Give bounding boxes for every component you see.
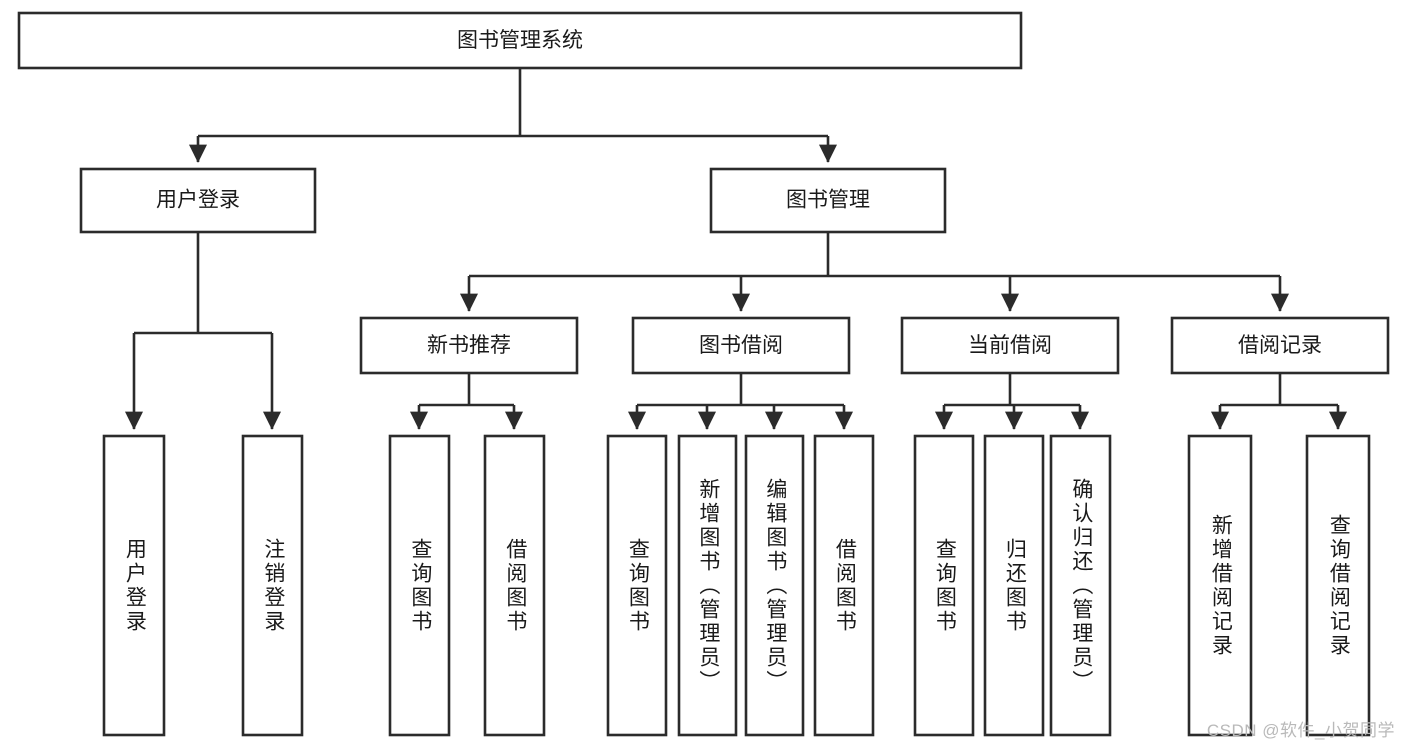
leaf-box-leaf-query-borrow-rec[interactable] — [1305, 434, 1371, 737]
node-label-root: 图书管理系统 — [457, 29, 583, 52]
leaf-box-leaf-return-book[interactable] — [983, 434, 1045, 737]
leaf-box-leaf-borrow-book-2[interactable] — [813, 434, 875, 737]
leaf-box-leaf-query-book-2[interactable] — [606, 434, 668, 737]
leaf-box-leaf-add-borrow-rec[interactable] — [1187, 434, 1253, 737]
node-label-user-login: 用户登录 — [156, 189, 240, 212]
node-box-borrow-record[interactable] — [1170, 316, 1390, 375]
node-label-book-borrow: 图书借阅 — [699, 334, 783, 357]
node-box-book-borrow[interactable] — [631, 316, 851, 375]
leaf-box-leaf-add-book-admin[interactable] — [677, 434, 738, 737]
leaf-box-leaf-borrow-book-1[interactable] — [483, 434, 546, 737]
leaf-box-leaf-query-book-3[interactable] — [913, 434, 975, 737]
node-label-new-book-rec: 新书推荐 — [427, 334, 511, 357]
node-box-new-book-rec[interactable] — [359, 316, 579, 375]
node-box-book-manage[interactable] — [709, 167, 947, 234]
watermark-text: CSDN @软件_小贺同学 — [1206, 721, 1395, 740]
node-box-root[interactable] — [17, 11, 1023, 70]
node-label-book-manage: 图书管理 — [786, 189, 870, 212]
node-box-current-borrow[interactable] — [900, 316, 1120, 375]
leaf-box-leaf-user-login[interactable] — [102, 434, 166, 737]
connector-layer — [124, 68, 1348, 430]
leaf-box-leaf-edit-book-admin[interactable] — [744, 434, 805, 737]
node-label-borrow-record: 借阅记录 — [1238, 334, 1322, 357]
node-layer: 图书管理系统 用户登录 图书管理 新书推荐 图书借阅 当前借阅 借阅记录 — [17, 11, 1390, 375]
leaf-box-leaf-confirm-return[interactable] — [1049, 434, 1112, 737]
node-box-user-login[interactable] — [79, 167, 317, 234]
leaf-node-layer — [102, 434, 1371, 737]
node-label-current-borrow: 当前借阅 — [968, 334, 1052, 357]
leaf-box-leaf-query-book-1[interactable] — [388, 434, 451, 737]
leaf-box-leaf-user-logout[interactable] — [241, 434, 304, 737]
